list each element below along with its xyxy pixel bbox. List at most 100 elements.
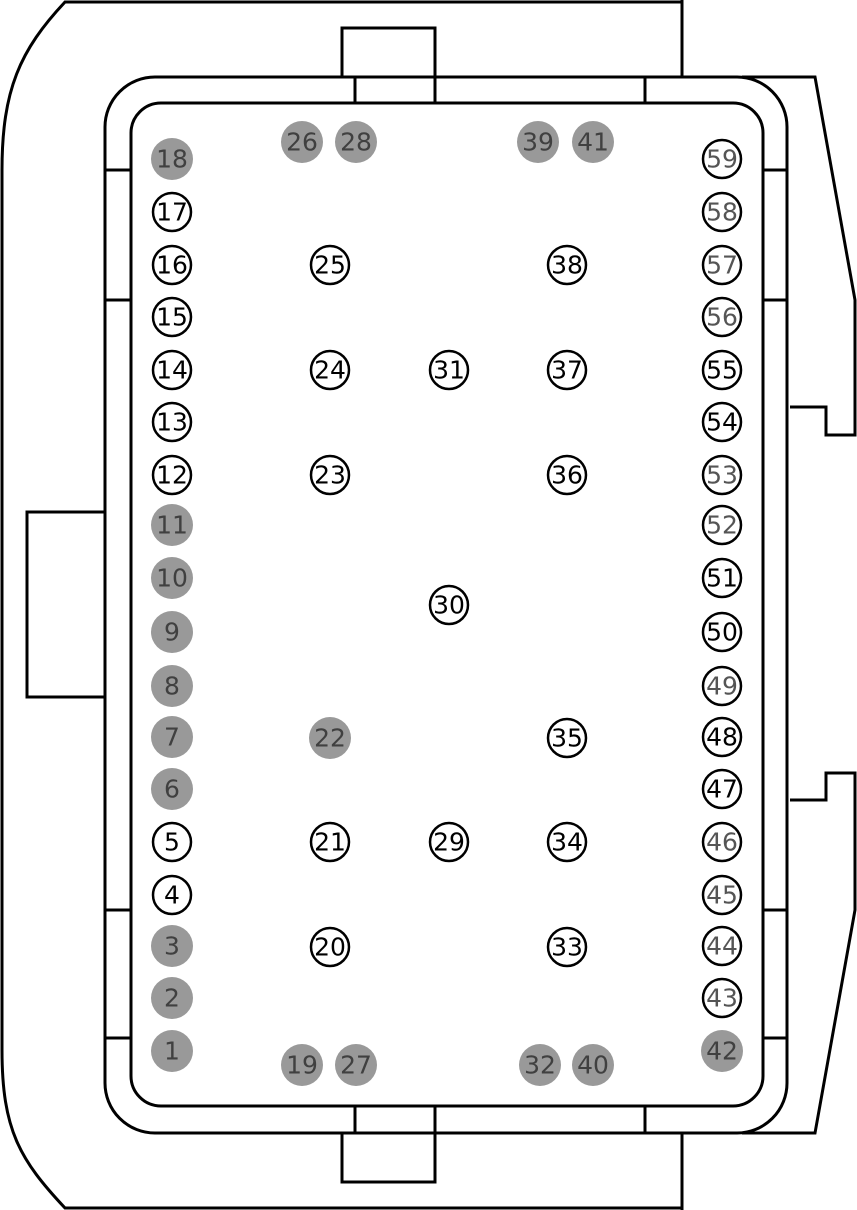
pin-circle <box>151 191 193 233</box>
pin-22: 22 <box>309 717 351 759</box>
pin-label: 4 <box>164 881 180 910</box>
pin-circle <box>701 504 743 546</box>
pin-circle <box>151 1030 193 1072</box>
pin-40: 40 <box>572 1044 614 1086</box>
pin-37: 37 <box>546 349 588 391</box>
pin-label: 8 <box>164 672 180 701</box>
pin-label: 22 <box>314 724 346 753</box>
pin-circle <box>281 1044 323 1086</box>
pin-circle <box>151 244 193 286</box>
pin-circle <box>428 584 470 626</box>
pin-circle <box>701 557 743 599</box>
pin-43: 43 <box>701 977 743 1019</box>
pin-label: 24 <box>314 356 346 385</box>
pin-circle <box>151 611 193 653</box>
pin-label: 48 <box>706 723 738 752</box>
pin-label: 44 <box>706 932 738 961</box>
pin-label: 50 <box>706 618 738 647</box>
pin-33: 33 <box>546 926 588 968</box>
housing-right-latch <box>742 75 857 1135</box>
housing-left-tab <box>25 510 105 699</box>
pin-label: 36 <box>551 461 583 490</box>
pin-9: 9 <box>151 611 193 653</box>
pin-53: 53 <box>701 454 743 496</box>
pin-50: 50 <box>701 611 743 653</box>
pin-label: 6 <box>164 775 180 804</box>
pin-45: 45 <box>701 874 743 916</box>
pin-35: 35 <box>546 717 588 759</box>
pin-24: 24 <box>309 349 351 391</box>
pin-label: 53 <box>706 461 738 490</box>
pin-47: 47 <box>701 768 743 810</box>
pin-label: 16 <box>156 251 188 280</box>
pin-13: 13 <box>151 401 193 443</box>
pin-label: 1 <box>164 1037 180 1066</box>
pin-34: 34 <box>546 821 588 863</box>
pin-circle <box>546 926 588 968</box>
pin-label: 39 <box>522 128 554 157</box>
pin-label: 58 <box>706 198 738 227</box>
pin-circle <box>701 977 743 1019</box>
pin-circle <box>701 821 743 863</box>
pin-46: 46 <box>701 821 743 863</box>
pin-7: 7 <box>151 716 193 758</box>
pin-41: 41 <box>572 121 614 163</box>
pin-2: 2 <box>151 977 193 1019</box>
pin-1: 1 <box>151 1030 193 1072</box>
pin-circle <box>701 401 743 443</box>
pin-circle <box>281 121 323 163</box>
pin-label: 32 <box>524 1051 556 1080</box>
pin-circle <box>546 821 588 863</box>
pin-circle <box>151 557 193 599</box>
pin-16: 16 <box>151 244 193 286</box>
pins-layer: 1234567891011121314151617181920212223242… <box>151 121 743 1086</box>
pin-label: 23 <box>314 461 346 490</box>
pin-label: 26 <box>286 128 318 157</box>
pin-32: 32 <box>519 1044 561 1086</box>
frame-divider-ticks <box>105 77 787 1133</box>
pin-circle <box>151 874 193 916</box>
pin-48: 48 <box>701 716 743 758</box>
pin-label: 17 <box>156 198 188 227</box>
pin-8: 8 <box>151 665 193 707</box>
pin-label: 31 <box>433 356 465 385</box>
pin-55: 55 <box>701 349 743 391</box>
pin-label: 3 <box>164 932 180 961</box>
pin-23: 23 <box>309 454 351 496</box>
pin-42: 42 <box>701 1030 743 1072</box>
pin-4: 4 <box>151 874 193 916</box>
pin-15: 15 <box>151 296 193 338</box>
pin-18: 18 <box>151 138 193 180</box>
pin-label: 29 <box>433 828 465 857</box>
pin-11: 11 <box>151 504 193 546</box>
pin-label: 27 <box>340 1051 372 1080</box>
pin-label: 40 <box>577 1051 609 1080</box>
pin-44: 44 <box>701 925 743 967</box>
housing-top-key <box>340 26 437 77</box>
pin-circle <box>546 717 588 759</box>
pin-circle <box>701 349 743 391</box>
pin-circle <box>701 925 743 967</box>
pin-label: 56 <box>706 303 738 332</box>
pin-circle <box>151 504 193 546</box>
pin-circle <box>701 768 743 810</box>
pin-circle <box>701 296 743 338</box>
pin-14: 14 <box>151 349 193 391</box>
pin-circle <box>701 138 743 180</box>
pin-5: 5 <box>151 821 193 863</box>
pin-circle <box>151 138 193 180</box>
housing-outer-shell <box>0 0 684 1210</box>
pin-59: 59 <box>701 138 743 180</box>
pin-label: 51 <box>706 564 738 593</box>
pin-circle <box>309 926 351 968</box>
pin-label: 42 <box>706 1037 738 1066</box>
pin-6: 6 <box>151 768 193 810</box>
pin-circle <box>701 716 743 758</box>
pin-label: 20 <box>314 933 346 962</box>
pin-17: 17 <box>151 191 193 233</box>
pin-label: 19 <box>286 1051 318 1080</box>
pin-49: 49 <box>701 665 743 707</box>
pin-circle <box>309 244 351 286</box>
pin-54: 54 <box>701 401 743 443</box>
